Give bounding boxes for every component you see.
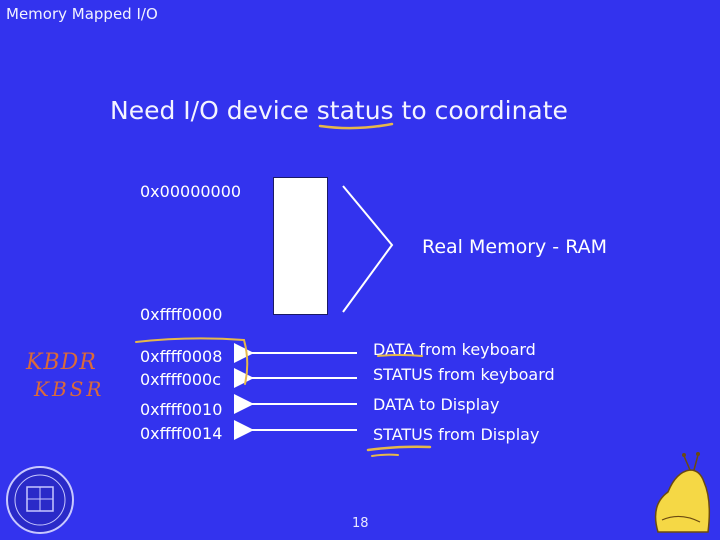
slide-title: Need I/O device status to coordinate	[110, 96, 568, 125]
address-start: 0x00000000	[140, 182, 242, 201]
course-title: Memory Mapped I/O	[6, 5, 158, 23]
ram-bracket	[342, 185, 394, 313]
io-address-ddr: 0xffff0010	[140, 400, 223, 419]
io-address-dsr: 0xffff0014	[140, 424, 223, 443]
page-number: 18	[352, 516, 369, 531]
ram-label: Real Memory - RAM	[422, 236, 608, 258]
memory-block	[273, 177, 328, 315]
handwritten-note-kbsr: KBSR	[34, 377, 105, 401]
io-desc-kbsr: STATUS from keyboard	[373, 365, 555, 384]
university-seal-logo	[6, 466, 74, 534]
io-address-kbsr: 0xffff000c	[140, 370, 222, 389]
io-address-kbdr: 0xffff0008	[140, 347, 223, 366]
status-underline	[318, 122, 394, 130]
status-display-underline	[366, 445, 432, 452]
data-underline	[377, 354, 423, 357]
keyboard-address-bracket	[135, 337, 249, 385]
io-desc-dsr: STATUS from Display	[373, 425, 540, 444]
address-end: 0xffff0000	[140, 305, 223, 324]
io-desc-kbdr: DATA from keyboard	[373, 340, 536, 359]
io-desc-ddr: DATA to Display	[373, 395, 500, 414]
handwritten-note-kbdr: KBDR	[26, 350, 97, 375]
status-display-tick	[371, 453, 399, 457]
slug-mascot-logo	[654, 452, 711, 533]
